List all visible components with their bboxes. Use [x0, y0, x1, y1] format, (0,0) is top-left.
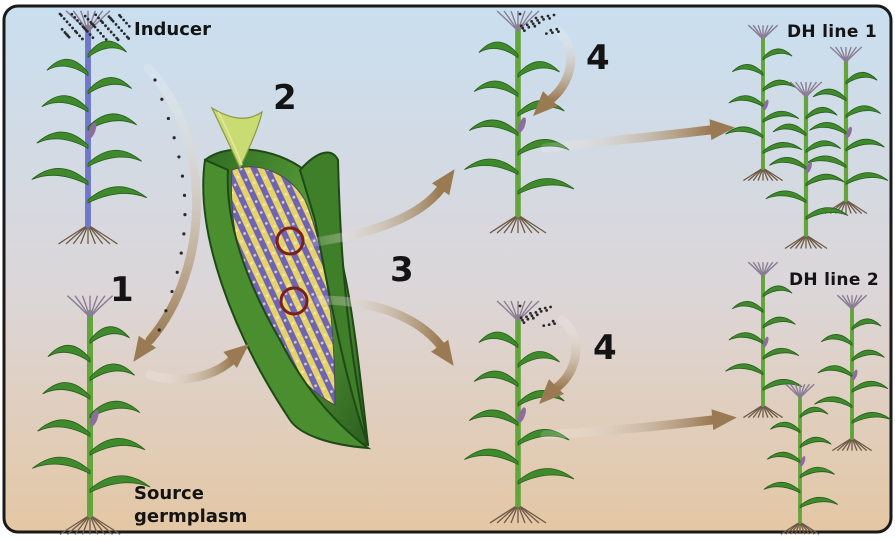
dh-line-2-label: DH line 2: [789, 270, 879, 290]
inducer-label: Inducer: [134, 20, 211, 40]
step-1-number: 1: [110, 272, 134, 308]
step-4-bottom-number: 4: [593, 330, 617, 366]
source-label: Source: [134, 484, 204, 504]
dh-line-1-label: DH line 1: [787, 22, 877, 42]
step-2-number: 2: [273, 80, 297, 116]
germplasm-label: germplasm: [134, 507, 247, 527]
step-3-number: 3: [390, 252, 414, 288]
step-4-top-number: 4: [586, 40, 610, 76]
